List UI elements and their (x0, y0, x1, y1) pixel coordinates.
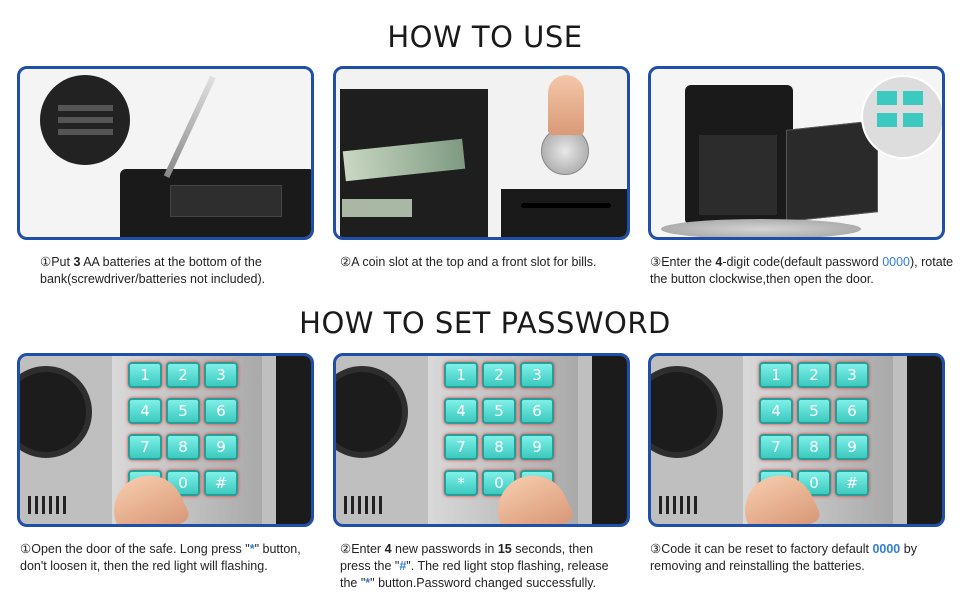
screwdriver-icon (163, 75, 216, 178)
keypad-key-8[interactable]: 8 (797, 434, 831, 460)
keypad-key-7[interactable]: 7 (444, 434, 478, 460)
keypad-key-1[interactable]: 1 (128, 362, 162, 388)
keypad-key-5[interactable]: 5 (797, 398, 831, 424)
how-to-set-password-heading: HOW TO SET PASSWORD (299, 306, 671, 340)
bank-bottom (120, 169, 311, 237)
keypad-key-2[interactable]: 2 (482, 362, 516, 388)
keypad-key-1[interactable]: 1 (759, 362, 793, 388)
safe-door (786, 120, 878, 222)
battery-compartment-icon (40, 75, 130, 165)
open-door-image-panel (648, 66, 945, 240)
speaker-grille (659, 496, 699, 514)
safe-dial-icon (20, 366, 92, 458)
use-step-3-caption: ③Enter the 4-digit code(default password… (650, 255, 954, 286)
keypad-key-8[interactable]: 8 (482, 434, 516, 460)
password-step-3-caption: ③Code it can be reset to factory default… (650, 542, 917, 573)
keypad-key-4[interactable]: 4 (759, 398, 793, 424)
keypad-key-4[interactable]: 4 (444, 398, 478, 424)
coins-pile (661, 219, 861, 237)
keypad-key-2[interactable]: 2 (797, 362, 831, 388)
speaker-grille (344, 496, 384, 514)
keypad-key-4[interactable]: 4 (128, 398, 162, 424)
safe-dial-icon (651, 366, 723, 458)
bill-slot-bank (340, 89, 488, 237)
keypad-key-6[interactable]: 6 (835, 398, 869, 424)
coin-slot-bank (501, 189, 627, 237)
keypad-key-9[interactable]: 9 (204, 434, 238, 460)
speaker-grille (28, 496, 68, 514)
password-step-2-caption: ②Enter 4 new passwords in 15 seconds, th… (340, 542, 609, 590)
keypad-key-7[interactable]: 7 (759, 434, 793, 460)
use-step-1-caption: ①Put 3 AA batteries at the bottom of the… (40, 255, 266, 286)
use-step-2-caption: ②A coin slot at the top and a front slot… (340, 255, 597, 269)
keypad-key-9[interactable]: 9 (520, 434, 554, 460)
keypad-zoom-icon (861, 75, 942, 159)
keypad-key-hash[interactable]: # (204, 470, 238, 496)
keypad-key-8[interactable]: 8 (166, 434, 200, 460)
battery-image-panel (17, 66, 314, 240)
keypad-key-3[interactable]: 3 (835, 362, 869, 388)
password-step-1-caption: ①Open the door of the safe. Long press "… (20, 542, 301, 573)
keypad-key-3[interactable]: 3 (204, 362, 238, 388)
keypad-key-1[interactable]: 1 (444, 362, 478, 388)
keypad-key-6[interactable]: 6 (204, 398, 238, 424)
keypad-key-6[interactable]: 6 (520, 398, 554, 424)
keypad-key-3[interactable]: 3 (520, 362, 554, 388)
keypad-key-hash[interactable]: # (835, 470, 869, 496)
how-to-use-heading: HOW TO USE (387, 20, 583, 54)
keypad-key-7[interactable]: 7 (128, 434, 162, 460)
keypad-key-star[interactable]: * (444, 470, 478, 496)
safe-body (685, 85, 793, 225)
coin-slot-image-panel (333, 66, 630, 240)
keypad-key-5[interactable]: 5 (166, 398, 200, 424)
safe-dial-icon (336, 366, 408, 458)
finger-icon (548, 75, 584, 135)
keypad-key-9[interactable]: 9 (835, 434, 869, 460)
keypad-key-2[interactable]: 2 (166, 362, 200, 388)
keypad-key-5[interactable]: 5 (482, 398, 516, 424)
